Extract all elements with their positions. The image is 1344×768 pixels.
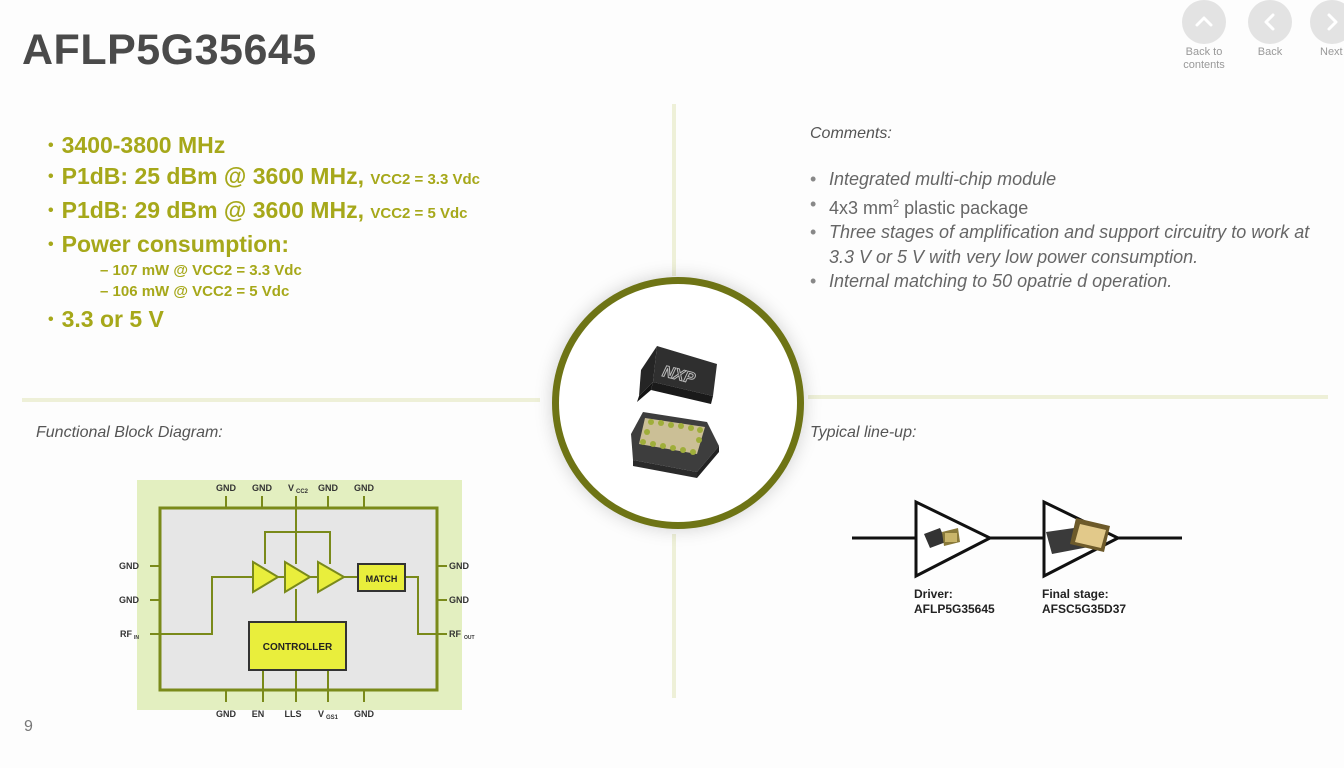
- next-button[interactable]: Next: [1304, 0, 1344, 59]
- divider-horizontal-left: [22, 398, 540, 402]
- internal-wiring: [160, 508, 437, 690]
- back-button[interactable]: Back: [1240, 0, 1300, 59]
- lineup-title: Typical line-up:: [810, 424, 917, 441]
- pin-label-bottom: GND: [216, 709, 237, 719]
- divider-vertical-bottom: [672, 534, 676, 698]
- comments-list: Integrated multi-chip module 4x3 mm2 pla…: [810, 167, 1330, 294]
- spec-power-3v3: – 107 mW @ VCC2 = 3.3 Vdc: [100, 262, 302, 279]
- pin-label-left: RF: [120, 629, 132, 639]
- slide-title: AFLP5G35645: [22, 26, 317, 74]
- lineup-diagram: Driver: AFLP5G35645 Final stage: AFSC5G3…: [852, 499, 1182, 616]
- comments-title: Comments:: [810, 125, 892, 142]
- pin-label-bottom: GND: [354, 709, 375, 719]
- pin-label-right: GND: [449, 595, 470, 605]
- comment-item-sup: 2: [893, 197, 900, 210]
- divider-vertical-top: [672, 104, 676, 276]
- page-number: 9: [24, 718, 33, 735]
- next-label: Next: [1320, 46, 1343, 58]
- spec-p1db-5v: •P1dB: 29 dBm @ 3600 MHz, VCC2 = 5 Vdc: [48, 197, 468, 223]
- pin-labels: GND GND V CC2 GND GND GND EN LLS V GS1 G…: [119, 483, 475, 721]
- pin-label-bottom: LLS: [285, 709, 302, 719]
- spec-p1db-5v-text: P1dB: 29 dBm @ 3600 MHz,: [61, 197, 364, 223]
- comment-item: Integrated multi-chip module: [810, 167, 1330, 192]
- chip-bottom: [631, 412, 719, 478]
- back-to-contents-label: Back to contents: [1183, 46, 1225, 71]
- controller-block: [248, 621, 347, 671]
- pin-label-right: RF: [449, 629, 461, 639]
- final-stage-part: AFSC5G35D37: [1042, 602, 1126, 616]
- block-diagram: MATCH CONTROLLER GND GND V CC2 GND GND G…: [119, 480, 475, 721]
- match-label: MATCH: [366, 574, 398, 584]
- spec-p1db-3v3: •P1dB: 25 dBm @ 3600 MHz, VCC2 = 3.3 Vdc: [48, 163, 480, 189]
- final-stage-label: Final stage:: [1042, 587, 1109, 601]
- driver-chip-image: [924, 528, 960, 548]
- chevron-right-icon: [1310, 0, 1344, 44]
- spec-power-5v: – 106 mW @ VCC2 = 5 Vdc: [100, 283, 290, 300]
- pin-label-left: GND: [119, 561, 140, 571]
- chevron-up-icon: [1182, 0, 1226, 44]
- pin-label-top: GND: [252, 483, 273, 493]
- chevron-left-icon: [1248, 0, 1292, 44]
- pin-label-top: GND: [216, 483, 237, 493]
- package-image: NXP: [631, 346, 719, 478]
- pin-label-left: GND: [119, 595, 140, 605]
- pin-label-top: GND: [354, 483, 375, 493]
- spec-frequency: •3400-3800 MHz: [48, 132, 226, 158]
- comment-item: 4x3 mm2 plastic package: [810, 192, 1330, 221]
- chip-top: NXP: [637, 346, 717, 404]
- amplifier-stages: [252, 560, 347, 594]
- pin-label-right: GND: [449, 561, 470, 571]
- pin-label-bottom: V: [318, 709, 324, 719]
- next-button-inner: Next: [1304, 0, 1344, 59]
- final-chip-image: [1046, 518, 1110, 554]
- comment-item-text: plastic package: [899, 197, 1029, 218]
- divider-horizontal-right: [808, 395, 1328, 399]
- spec-power-text: Power consumption:: [61, 231, 290, 257]
- comment-item: Internal matching to 50 ᴏpatrie d operat…: [810, 269, 1330, 294]
- spec-frequency-text: 3400-3800 MHz: [61, 132, 226, 158]
- controller-label: CONTROLLER: [263, 642, 333, 653]
- specs-list: •3400-3800 MHz •P1dB: 25 dBm @ 3600 MHz,…: [48, 130, 480, 335]
- match-block: [357, 563, 406, 592]
- back-label: Back: [1257, 46, 1283, 58]
- spec-supply: •3.3 or 5 V: [48, 306, 164, 332]
- pin-label-left-sub: IN: [134, 635, 139, 641]
- top-pin-leads: [150, 496, 447, 702]
- package-image-frame: NXP: [552, 277, 804, 529]
- spec-p1db-5v-condition: VCC2 = 5 Vdc: [370, 205, 468, 222]
- spec-p1db-3v3-condition: VCC2 = 3.3 Vdc: [370, 171, 480, 188]
- lineup-amplifiers: [852, 499, 1182, 579]
- back-to-contents-button[interactable]: Back to contents: [1174, 0, 1234, 72]
- comment-item: Three stages of amplification and suppor…: [810, 220, 1330, 269]
- lineup-labels: Driver: AFLP5G35645 Final stage: AFSC5G3…: [914, 587, 1126, 616]
- driver-label: Driver:: [914, 587, 953, 601]
- pin-label-bottom-sub: GS1: [326, 715, 339, 721]
- comment-item-text: 4x3 mm: [829, 197, 894, 218]
- block-diagram-title: Functional Block Diagram:: [36, 424, 223, 441]
- spec-supply-text: 3.3 or 5 V: [61, 306, 164, 332]
- spec-power: •Power consumption:: [48, 231, 290, 257]
- pin-label-top: GND: [318, 483, 339, 493]
- spec-p1db-3v3-text: P1dB: 25 dBm @ 3600 MHz,: [61, 163, 364, 189]
- pin-label-bottom: EN: [252, 709, 265, 719]
- driver-part: AFLP5G35645: [914, 602, 995, 616]
- pin-label-top-sub: CC2: [296, 489, 309, 495]
- pin-label-top: V: [288, 483, 294, 493]
- pin-label-right-sub: OUT: [464, 635, 475, 641]
